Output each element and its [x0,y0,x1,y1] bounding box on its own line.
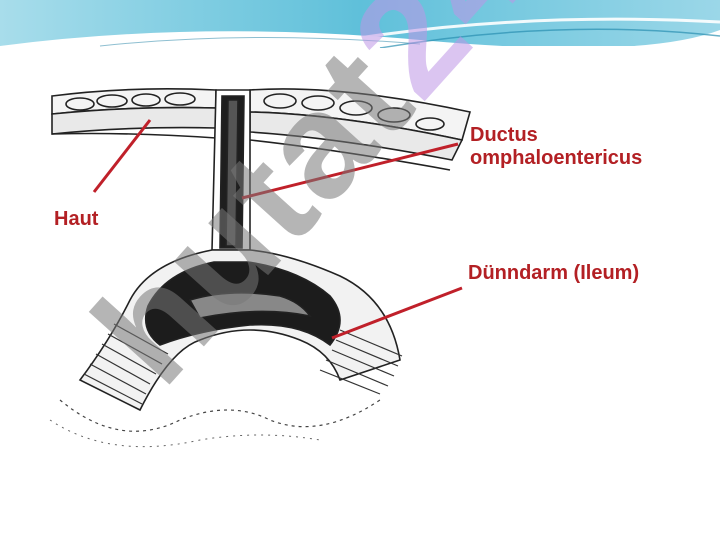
label-haut: Haut [54,208,99,230]
leader-lines [92,119,463,340]
header-banner [0,0,720,48]
label-ductus: Ductus omphaloentericus [470,124,642,170]
label-ductus-line1: Ductus [470,124,538,146]
abdominal-wall [51,88,472,171]
label-ileum: Dünndarm (Ileum) [468,262,640,284]
label-ductus-line2: omphaloentericus [470,147,643,169]
leader-ductus [241,142,459,200]
ileum-loop [49,249,403,448]
leader-haut [92,119,152,193]
leader-ileum [331,286,463,340]
omphaloenteric-duct [211,89,251,251]
